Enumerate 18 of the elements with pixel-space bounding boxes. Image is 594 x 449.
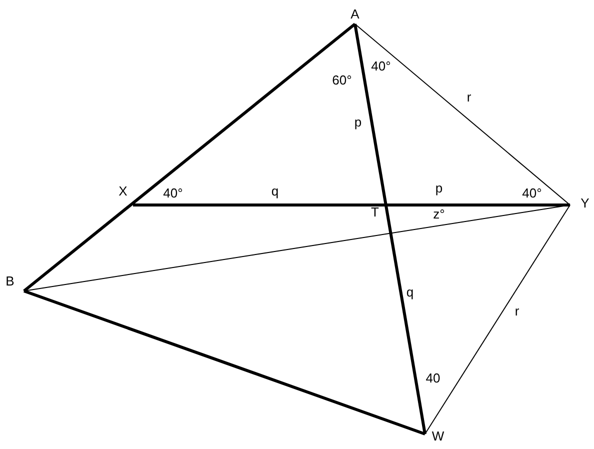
point-label: A: [350, 8, 360, 20]
angle-label: 60°: [332, 74, 352, 86]
angle-label: 40: [426, 372, 440, 384]
angle-label: 40°: [371, 60, 391, 72]
point-label: Y: [580, 196, 590, 210]
angle-label: z°: [433, 208, 445, 220]
length-label: r: [514, 304, 520, 318]
angle-label: 40°: [522, 186, 542, 200]
point-label: B: [6, 274, 14, 288]
length-label: q: [406, 286, 414, 298]
length-label: q: [271, 184, 279, 198]
angle-label: 40°: [163, 186, 183, 200]
point-label: W: [432, 430, 444, 442]
length-label: r: [466, 90, 472, 104]
point-label: T: [371, 206, 379, 218]
point-label: X: [118, 184, 128, 198]
length-label: p: [435, 182, 443, 194]
length-label: p: [354, 116, 362, 128]
